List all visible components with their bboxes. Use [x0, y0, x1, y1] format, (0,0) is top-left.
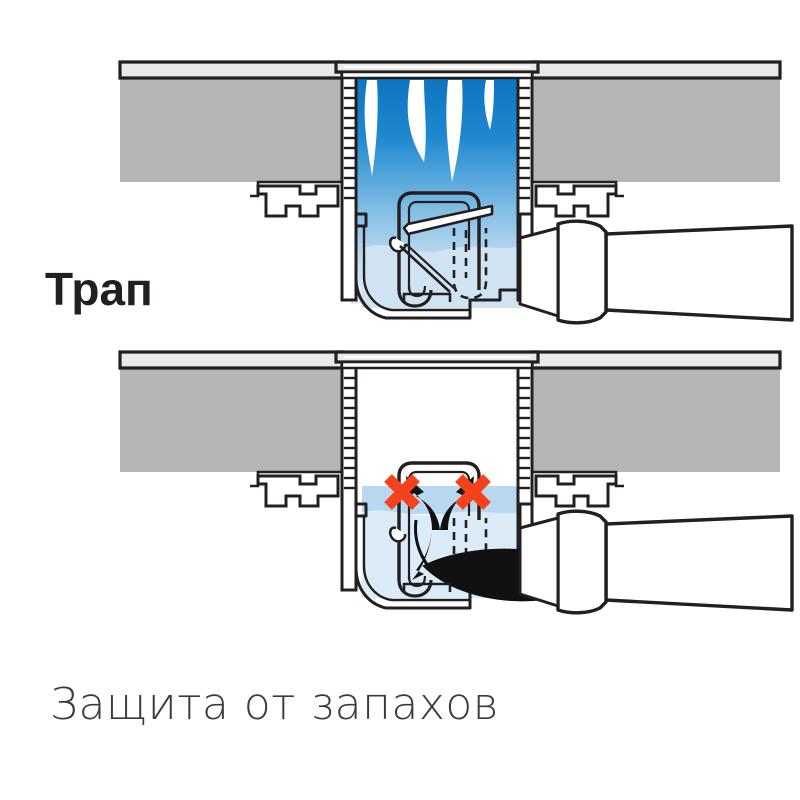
outlet-pipe-body-b: [604, 514, 794, 612]
grate-top: [334, 60, 540, 80]
odour-block-right: [455, 474, 491, 510]
flap-arm-bottom: [414, 519, 430, 567]
floor-tile-right: [530, 60, 782, 80]
outlet-coupling-b: [556, 509, 608, 615]
flange-right-bottom: [534, 474, 618, 508]
siphon-cup-outer-b: [397, 461, 481, 580]
sump-inner-bottom: [362, 516, 470, 602]
outlet-pipe-top: [518, 219, 794, 325]
sump-outline-top: [354, 206, 534, 320]
grate-bottom: [334, 350, 540, 370]
floor-tile-right-b: [530, 350, 782, 370]
outlet-pipe-bottom: [518, 509, 794, 615]
siphon-cup-inner: [407, 200, 471, 290]
floor-left-top: [118, 60, 344, 198]
floor-tile-left-b: [118, 350, 344, 370]
outlet-neck-b: [518, 516, 560, 608]
floor-left-bottom: [118, 350, 344, 488]
floor-right-top: [530, 60, 782, 198]
grate-seat-b: [340, 360, 534, 370]
floor-right-bottom: [530, 350, 782, 488]
body-ribs-right: [519, 86, 530, 200]
outlet-pipe-body: [604, 224, 794, 322]
flap-valve-top: [388, 204, 494, 302]
flap-hinge-bottom: [388, 526, 407, 543]
floor-screed-left-b: [120, 368, 342, 472]
outlet-neck: [518, 226, 560, 318]
arrow-left: [406, 476, 440, 530]
body-wall-left: [340, 68, 358, 302]
flange-left-bottom: [256, 474, 340, 508]
body-ribs-left-b: [344, 376, 355, 490]
flap-blade-top-2: [405, 243, 457, 291]
body-ribs-right-b: [519, 376, 530, 490]
flap-blade-top: [399, 245, 451, 293]
sump-inner-top: [362, 226, 470, 312]
siphon-top: [397, 191, 481, 308]
floor-screed-right-b: [532, 368, 780, 472]
siphon-bend-left-b: [397, 579, 433, 598]
body-wall-left-b: [340, 358, 358, 592]
water-streak-2: [407, 80, 426, 162]
flap-stop-bottom: [402, 582, 452, 592]
outlet-coupling: [556, 219, 608, 325]
siphon-bend-left-inner: [407, 285, 427, 298]
siphon-bend-left-inner-b: [407, 575, 427, 588]
water-streak-4: [484, 80, 494, 130]
body-ribs-left: [344, 86, 355, 200]
floor-screed-left: [120, 78, 342, 182]
flap-stop-top: [402, 292, 452, 302]
caption-text: Защита от запахов: [50, 679, 499, 730]
odour-block-left: [384, 474, 420, 510]
siphon-bend-left: [397, 289, 433, 308]
flange-right-top: [534, 184, 618, 218]
page-title: Трап: [45, 263, 153, 315]
siphon-cup-outer: [397, 191, 481, 290]
panel-bottom: [118, 350, 794, 615]
seal-surface-line: [410, 206, 468, 212]
flap-arm-top: [402, 204, 494, 236]
floor-tile-left: [118, 60, 344, 80]
seal-band: [362, 486, 522, 514]
flange-left-top: [256, 184, 340, 218]
water-streak-1: [364, 80, 378, 176]
body-interior-bottom: [356, 360, 518, 490]
water-streak-3: [446, 80, 463, 182]
grate-seat: [340, 70, 534, 80]
panel-top: [118, 60, 794, 325]
floor-screed-right: [532, 78, 780, 182]
